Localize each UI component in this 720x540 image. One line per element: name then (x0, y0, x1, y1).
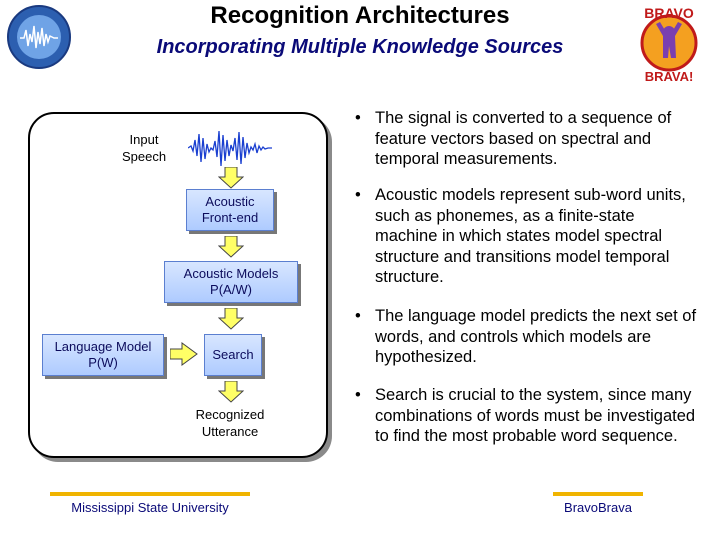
bullet-dot-icon: • (355, 186, 361, 204)
bullet-search: • Search is crucial to the system, since… (355, 386, 696, 445)
slide-title: Recognition Architectures (210, 2, 510, 29)
language-model-box: Language Model P(W) (42, 334, 164, 376)
bravo-logo-bottom-text: BRAVA! (645, 69, 694, 84)
footer-project: BravoBrava (564, 500, 632, 515)
footer-university: Mississippi State University (71, 500, 229, 515)
bullet-dot-icon: • (355, 386, 361, 404)
acoustic-frontend-box: Acoustic Front-end (186, 189, 274, 231)
flow-arrow-right-icon (170, 342, 198, 366)
footer-right-divider (553, 492, 643, 496)
bullet-dot-icon: • (355, 109, 361, 127)
input-speech-label: Input Speech (121, 132, 167, 164)
flow-arrow-down-icon (218, 167, 244, 189)
footer-left-divider (50, 492, 250, 496)
bullet-acoustic-models: • Acoustic models represent sub-word uni… (355, 186, 686, 286)
speech-waveform-icon (188, 130, 272, 167)
institute-seal-logo (7, 5, 71, 69)
flow-arrow-down-icon (218, 308, 244, 330)
bravo-brava-logo: BRAVO BRAVA! (640, 5, 698, 84)
search-box: Search (204, 334, 262, 376)
bravo-logo-top-text: BRAVO (644, 5, 694, 21)
acoustic-models-box: Acoustic Models P(A/W) (164, 261, 298, 303)
flow-arrow-down-icon (218, 236, 244, 258)
flow-arrow-down-icon (218, 381, 244, 403)
recognized-utterance-label: Recognized Utterance (195, 407, 265, 439)
slide-subtitle: Incorporating Multiple Knowledge Sources (156, 36, 564, 58)
bullet-dot-icon: • (355, 307, 361, 325)
bullet-language-model: • The language model predicts the next s… (355, 307, 697, 366)
bullet-signal: • The signal is converted to a sequence … (355, 109, 672, 168)
